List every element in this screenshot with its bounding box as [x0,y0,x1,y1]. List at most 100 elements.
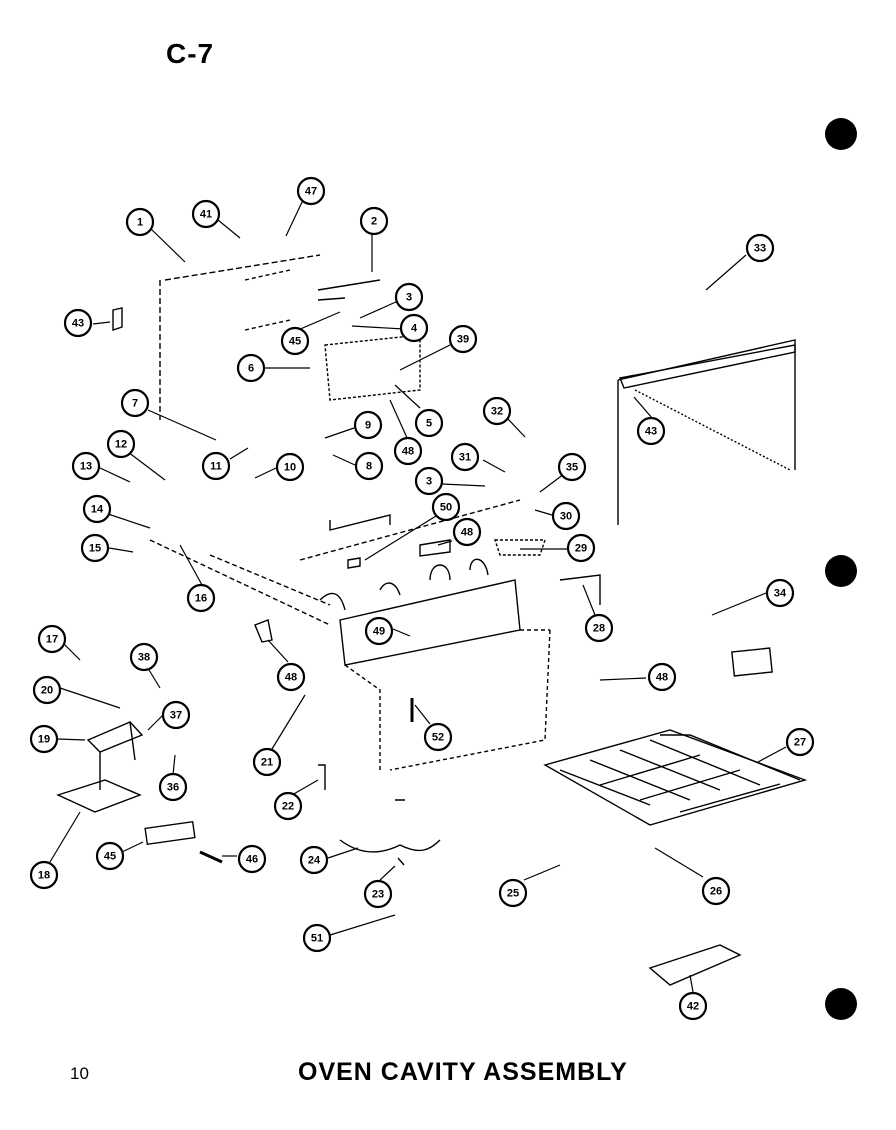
terminal-block [144,820,196,846]
callout-circle [37,624,67,654]
callout-number: 15 [89,543,101,555]
binder-hole-icon [825,555,857,587]
callout-number: 48 [656,672,668,684]
callout-number: 39 [457,334,469,346]
callout-43: 43 [636,416,666,446]
callout-25: 25 [498,878,528,908]
callout-number: 24 [308,855,321,867]
callout-number: 3 [406,292,412,304]
callout-22: 22 [273,791,303,821]
callout-circle [80,533,110,563]
diagram-title: OVEN CAVITY ASSEMBLY [298,1058,628,1086]
callout-45: 45 [280,326,310,356]
callout-7: 7 [120,388,150,418]
callout-39: 39 [448,324,478,354]
callout-circle [129,642,159,672]
callout-number: 23 [372,889,384,901]
callout-circle [158,772,188,802]
callout-8: 8 [354,451,384,481]
callout-9: 9 [353,410,383,440]
callout-34: 34 [765,578,795,608]
bottom-tray [543,729,808,826]
callout-45: 45 [95,841,125,871]
callout-circle [678,991,708,1021]
callout-6: 6 [236,353,266,383]
callout-35: 35 [557,452,587,482]
relay [731,647,773,677]
callout-3: 3 [414,466,444,496]
callout-circle [399,313,429,343]
callout-number: 7 [132,398,138,410]
callout-52: 52 [423,722,453,752]
callout-number: 48 [285,672,297,684]
callout-circle [63,308,93,338]
callout-24: 24 [299,845,329,875]
door-trim [619,344,796,389]
callout-number: 13 [80,461,92,473]
callout-circle [482,396,512,426]
callout-number: 25 [507,888,519,900]
callout-48: 48 [393,436,423,466]
handle [648,944,742,986]
callout-12: 12 [106,429,136,459]
callout-circle [275,452,305,482]
callout-20: 20 [32,675,62,705]
callout-circle [745,233,775,263]
callout-circle [125,207,155,237]
callout-15: 15 [80,533,110,563]
side-panel [159,254,321,420]
callout-43: 43 [63,308,93,338]
callout-circle [106,429,136,459]
callout-50: 50 [431,492,461,522]
callout-14: 14 [82,494,112,524]
callout-18: 18 [29,860,59,890]
callout-circle [161,700,191,730]
callout-number: 17 [46,634,58,646]
callout-41: 41 [191,199,221,229]
callout-circle [551,501,581,531]
callout-circle [636,416,666,446]
callout-number: 19 [38,734,50,746]
callout-circle [785,727,815,757]
callout-36: 36 [158,772,188,802]
callout-number: 34 [774,588,787,600]
callout-number: 9 [365,420,371,432]
callout-circle [95,841,125,871]
callout-circle [299,845,329,875]
callout-number: 11 [210,461,222,473]
callout-number: 37 [170,710,182,722]
callout-circle [448,324,478,354]
callout-circle [280,326,310,356]
callout-48: 48 [452,517,482,547]
callout-number: 18 [38,870,50,882]
callout-31: 31 [450,442,480,472]
callout-number: 28 [593,623,605,635]
callout-27: 27 [785,727,815,757]
callout-number: 36 [167,782,179,794]
page-number: 10 [70,1064,89,1083]
callout-number: 6 [248,363,254,375]
callout-circle [414,408,444,438]
callout-circle [237,844,267,874]
callout-number: 8 [366,461,372,473]
bracket-base [56,779,142,813]
callout-circle [765,578,795,608]
callout-48: 48 [647,662,677,692]
callout-2: 2 [359,206,389,236]
callout-number: 12 [115,439,127,451]
callout-number: 35 [566,462,578,474]
callout-number: 31 [459,452,471,464]
callout-33: 33 [745,233,775,263]
callout-circle [498,878,528,908]
callout-29: 29 [566,533,596,563]
callout-number: 3 [426,476,432,488]
callout-5: 5 [414,408,444,438]
callout-circle [276,662,306,692]
page-code: C-7 [166,38,215,69]
blower-housing [324,334,421,401]
callout-37: 37 [161,700,191,730]
callout-circle [431,492,461,522]
callout-number: 49 [373,626,385,638]
